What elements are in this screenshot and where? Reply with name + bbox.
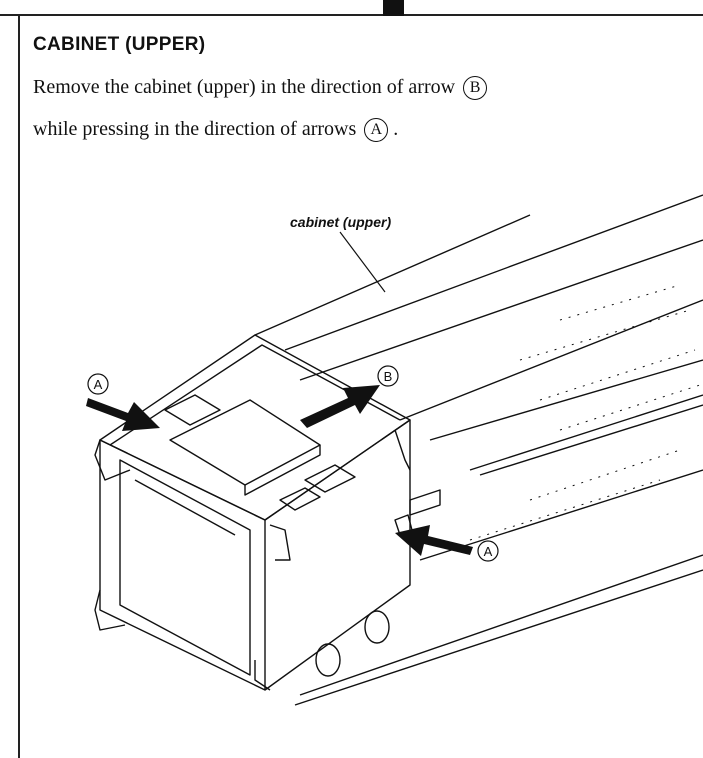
top-border	[0, 14, 703, 16]
illus-marker-a-right: A	[484, 544, 493, 559]
instruction-text-1: Remove the cabinet (upper) in the direct…	[33, 76, 456, 98]
illus-marker-a-left: A	[94, 377, 103, 392]
instruction-line-2: while pressing in the direction of arrow…	[33, 118, 399, 143]
illus-marker-b: B	[384, 369, 393, 384]
left-border	[18, 14, 20, 758]
instruction-text-2: while pressing in the direction of arrow…	[33, 118, 357, 140]
cabinet-illustration: A B A cabinet (upper)	[86, 194, 703, 706]
page-tab-mark	[383, 0, 404, 16]
circled-a-marker: A	[364, 118, 389, 143]
arrow-b	[300, 385, 380, 428]
arrow-a-right	[395, 525, 473, 556]
instruction-period: .	[393, 118, 399, 140]
instruction-line-1: Remove the cabinet (upper) in the direct…	[33, 76, 488, 101]
arrow-a-left	[86, 398, 160, 431]
circled-b-marker: B	[463, 76, 488, 101]
section-heading: CABINET (UPPER)	[33, 34, 206, 55]
part-label-cabinet-upper: cabinet (upper)	[290, 214, 391, 230]
